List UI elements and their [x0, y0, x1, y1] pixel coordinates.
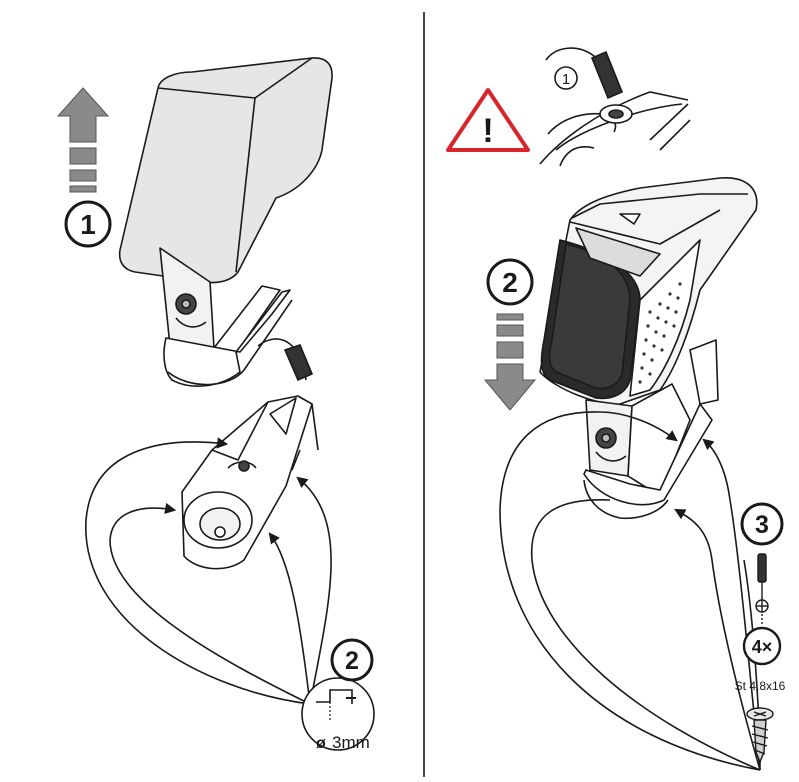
step-3-badge: 3 — [740, 502, 784, 546]
connector-step-1-number: 1 — [562, 71, 570, 88]
drill-diameter-symbol: ø — [316, 735, 326, 752]
screwdriver-icon — [755, 553, 769, 626]
right-panel: ! 1 2 — [446, 47, 786, 771]
mounted-armrest — [539, 177, 758, 520]
drill-size-label: 3mm — [332, 733, 370, 752]
lift-up-arrow-icon — [56, 87, 110, 193]
right-step-2-number: 2 — [502, 267, 518, 298]
center-console — [181, 395, 319, 570]
power-cable — [257, 338, 314, 382]
step-1-badge: 1 — [64, 200, 112, 248]
warning-triangle-icon: ! — [446, 88, 530, 152]
quantity-badge: 4× — [742, 626, 782, 666]
connector-step-1-badge: 1 — [554, 66, 578, 90]
screw-spec-label: St 4,8x16 — [735, 679, 786, 693]
left-panel: 1 — [56, 57, 375, 752]
lower-down-arrow-icon — [483, 313, 537, 411]
left-step-2-badge: 2 — [330, 638, 374, 682]
right-step-2-badge: 2 — [486, 258, 534, 306]
step-3-number: 3 — [755, 511, 769, 539]
step-1-number: 1 — [80, 209, 96, 240]
left-step-2-number: 2 — [345, 647, 359, 675]
warning-mark: ! — [482, 112, 493, 150]
mounting-arrows — [85, 437, 332, 705]
perforation-dots — [638, 282, 682, 384]
screw-quantity: 4× — [752, 637, 773, 657]
connector-detail — [539, 47, 691, 167]
drill-detail: ø 3mm — [301, 677, 375, 752]
lifted-armrest — [118, 57, 333, 387]
screw-icon — [746, 707, 774, 764]
screw-mounting-arrows — [499, 411, 761, 771]
